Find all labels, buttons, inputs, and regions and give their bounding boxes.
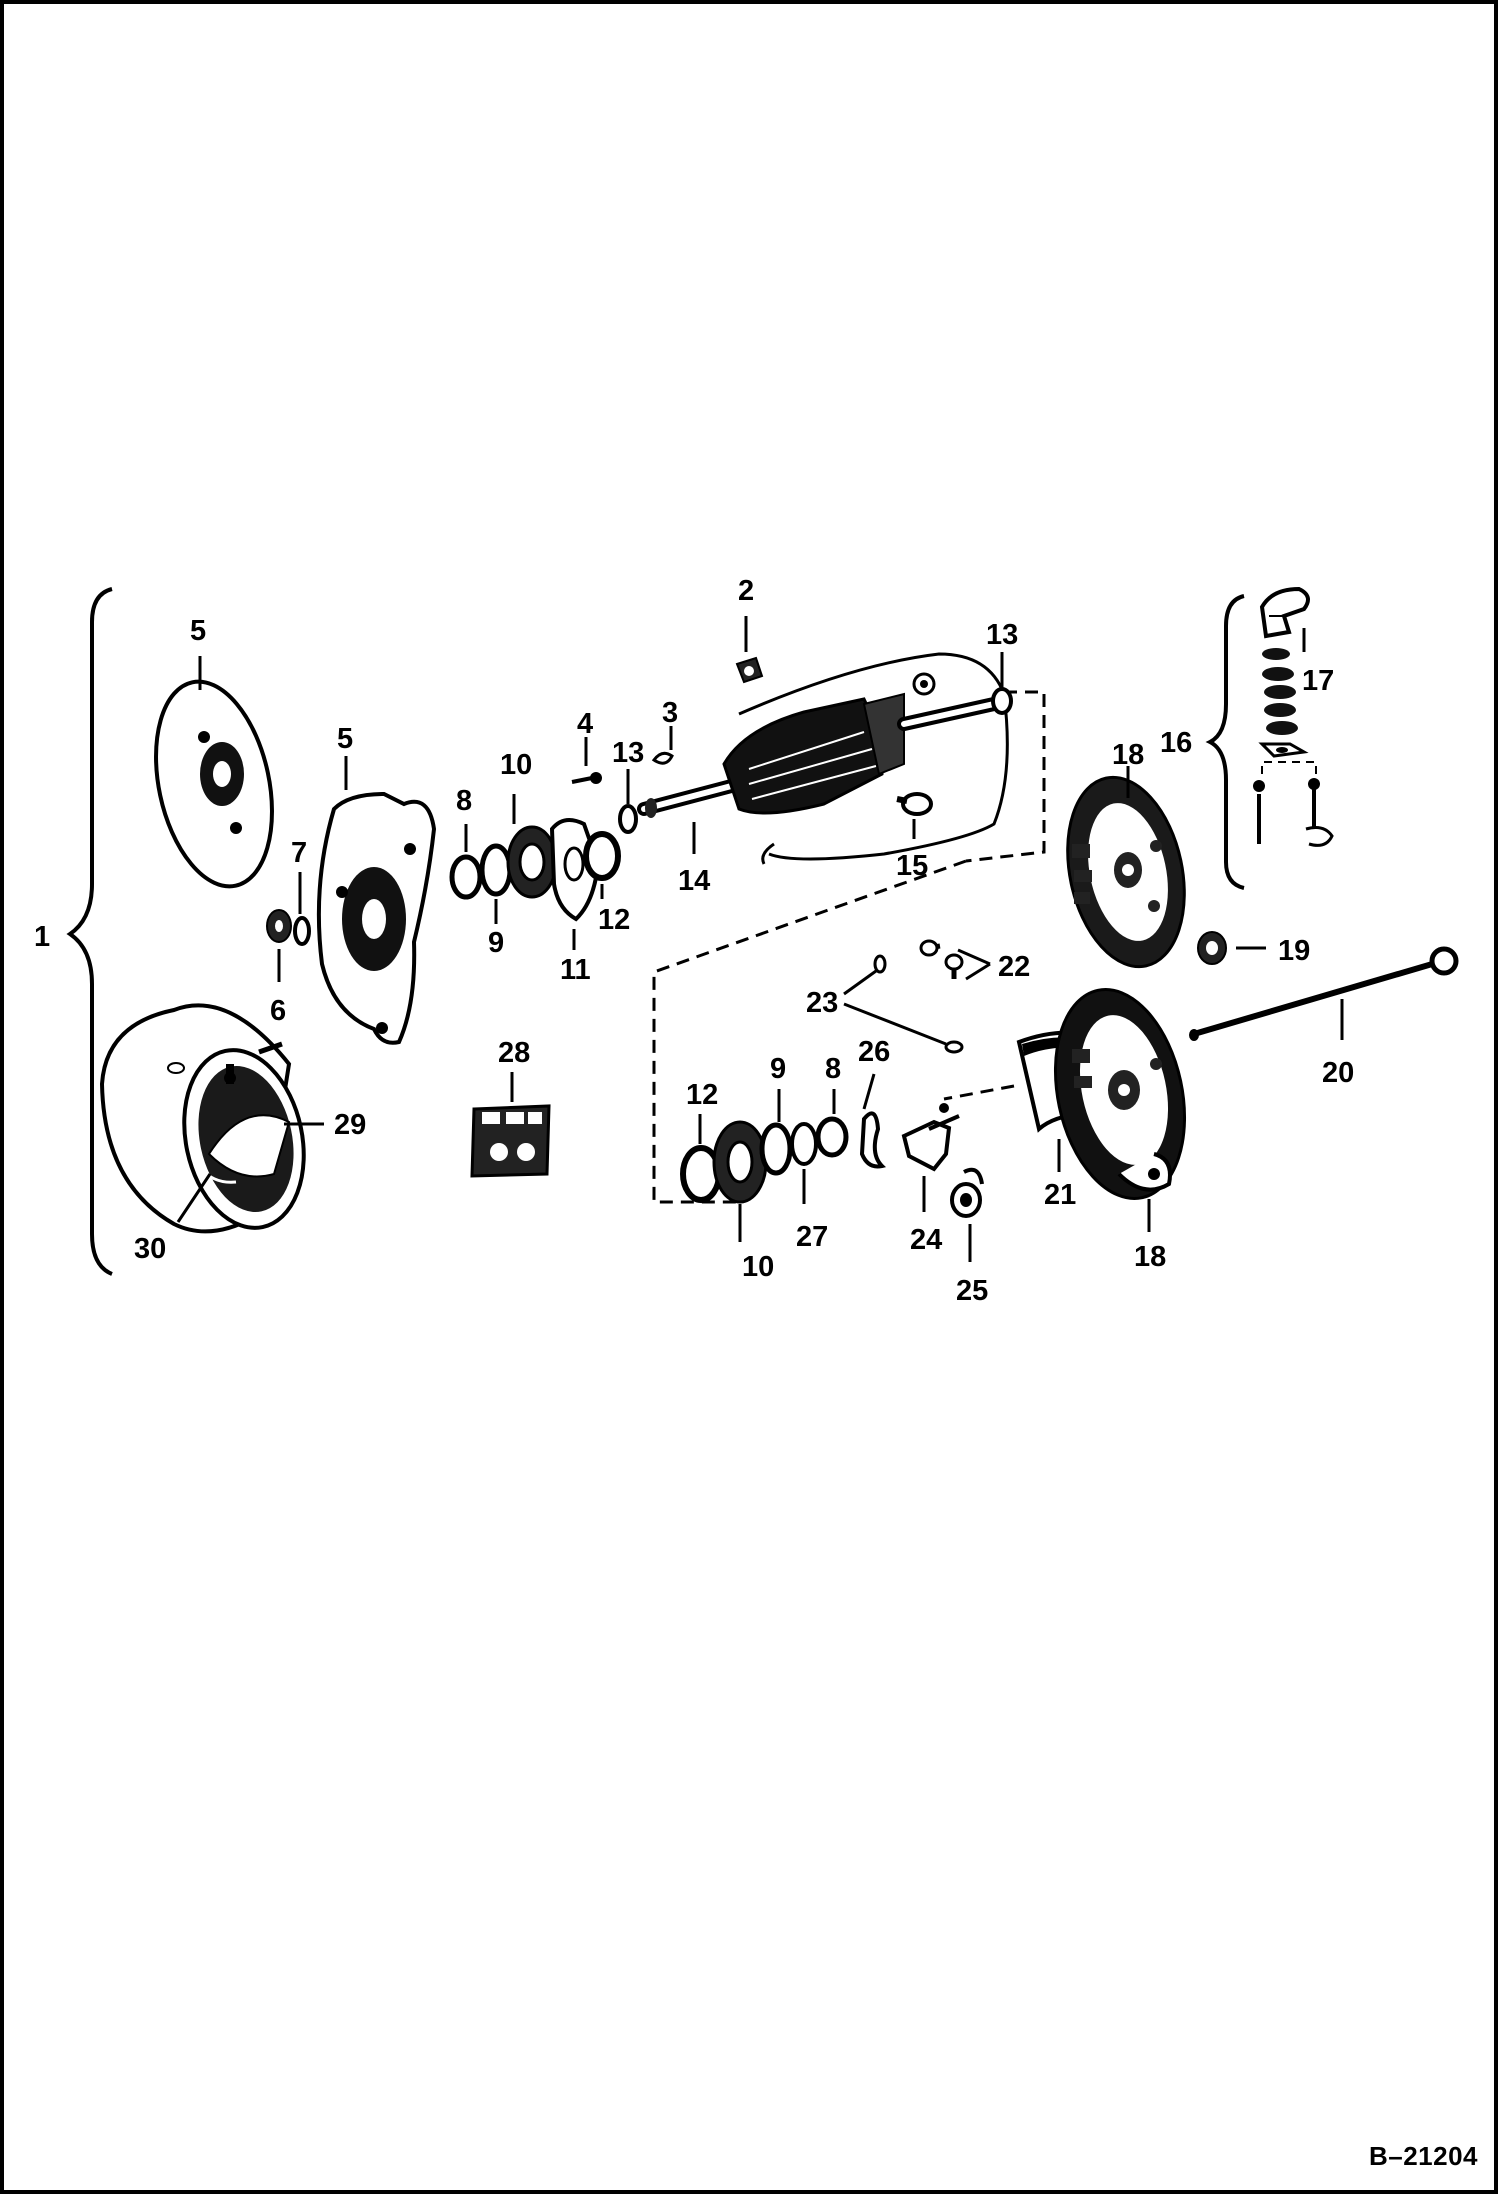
part-6-nut [266,909,292,943]
callout-5-top: 5 [190,615,206,647]
part-9-washer-lower [759,1122,793,1176]
part-10-bearing-upper [506,825,558,899]
callout-26: 26 [858,1036,890,1068]
callout-21: 21 [1044,1179,1076,1211]
group-brace-1 [66,587,113,1276]
callout-10-lower: 10 [742,1251,774,1283]
callout-18-lower: 18 [1134,1241,1166,1273]
callout-18-upper: 18 [1112,739,1144,771]
part-7-washer [293,916,311,946]
part-5-end-plate [154,679,274,889]
part-19-bushing [1197,931,1227,965]
part-2-terminal-nut [735,656,764,684]
part-4-screw [571,772,602,784]
callout-16: 16 [1160,727,1192,759]
part-22-screws [919,939,964,979]
callout-8-lower: 8 [825,1053,841,1085]
part-23-washers [873,954,964,1054]
part-17-terminal-boot [1259,586,1310,639]
callout-23: 23 [806,987,838,1019]
part-30-pole-shoe [200,1168,237,1184]
callout-11: 11 [560,954,591,986]
callout-28: 28 [498,1037,530,1069]
callout-24: 24 [910,1224,942,1256]
callout-8-upper: 8 [456,785,472,817]
callout-9-lower: 9 [770,1053,786,1085]
callout-3: 3 [662,697,678,729]
assembly-dashed-line [652,859,967,1204]
assembly-dashed-line [943,1084,1015,1101]
exploded-view-diagram: 1 2 3 4 5 5 6 7 8 8 9 9 10 10 11 12 12 1… [34,575,1459,1307]
callout-6: 6 [270,995,286,1027]
callout-1: 1 [34,921,50,953]
callout-9-upper: 9 [488,927,504,959]
part-9-washer-upper [479,843,513,897]
callout-7: 7 [291,837,307,869]
part-25-brush-spring [950,1167,984,1218]
group-brace-16 [1205,594,1245,890]
part-20-through-bolt [1189,946,1459,1041]
leader-lines [176,616,1344,1262]
part-12-washer-upper [583,831,621,881]
part-10-bearing-lower [712,1120,768,1204]
callout-10-upper: 10 [500,749,532,781]
part-28-brush-set [470,1104,551,1178]
callout-5-housing: 5 [337,723,353,755]
callout-29: 29 [334,1109,366,1141]
part-8-seal-upper [449,854,483,900]
callout-2: 2 [738,575,754,607]
assembly-dashed-line [965,690,1046,863]
part-24-brush-arm [901,1103,960,1172]
figure-reference-code: B–21204 [1368,2141,1478,2171]
part-27-spacer [790,1122,818,1166]
part-26-spring-clip [859,1111,887,1169]
part-8-seal-lower [815,1116,849,1158]
frame-outline [738,652,1009,865]
callout-22: 22 [998,951,1030,983]
callout-13-lower: 13 [986,619,1018,651]
callout-12-lower: 12 [686,1079,718,1111]
callout-27: 27 [796,1221,828,1253]
assembly-dashed-line [1261,761,1317,774]
callout-25: 25 [956,1275,988,1307]
part-18-end-plate-lower [1053,988,1187,1200]
part-13-ring-upper [618,804,638,834]
part-14-armature [637,692,1001,818]
callout-4: 4 [577,708,593,740]
callout-14: 14 [678,865,710,897]
part-13-ring-lower [991,687,1013,715]
callout-20: 20 [1322,1057,1354,1089]
part-5-drive-housing [316,791,437,1045]
part-3-key [651,751,674,765]
part-15-screw [896,792,933,816]
part-29-field-housing [99,1003,306,1234]
callout-17: 17 [1302,665,1334,697]
callout-30: 30 [134,1233,166,1265]
part-18-end-plate-upper [1066,775,1186,969]
callout-19: 19 [1278,935,1310,967]
callout-15: 15 [896,850,928,882]
callout-12-upper: 12 [598,904,630,936]
part-16-terminal-stack [1253,648,1334,847]
callout-13-upper: 13 [612,737,644,769]
